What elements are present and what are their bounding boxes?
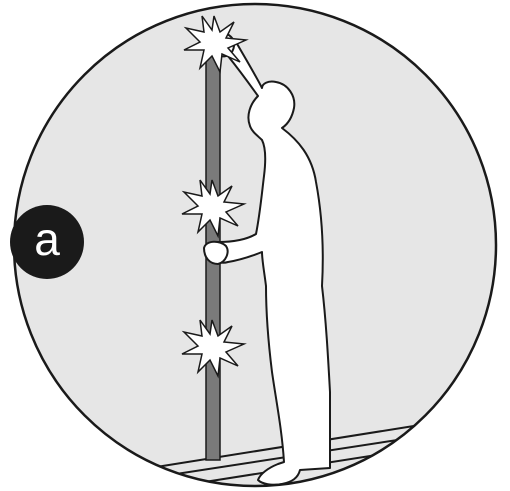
- step-badge: a: [10, 205, 84, 279]
- lower-hand: [204, 242, 228, 264]
- step-label: a: [34, 216, 60, 262]
